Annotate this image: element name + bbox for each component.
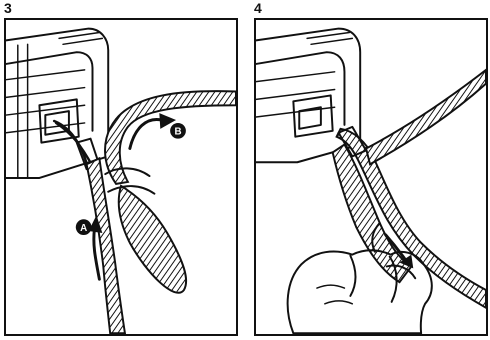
step-3-arrow-a: A — [76, 215, 103, 279]
step-3-illustration: A B — [6, 20, 236, 334]
camera-body — [6, 29, 108, 178]
step-3-label-b: B — [174, 127, 181, 138]
step-4-illustration — [256, 20, 486, 334]
step-4-panel — [254, 18, 488, 336]
step-3-panel: A B — [4, 18, 238, 336]
step-3-number: 3 — [4, 0, 12, 16]
step-3-label-a: A — [80, 223, 87, 234]
step-4-number: 4 — [254, 0, 262, 16]
